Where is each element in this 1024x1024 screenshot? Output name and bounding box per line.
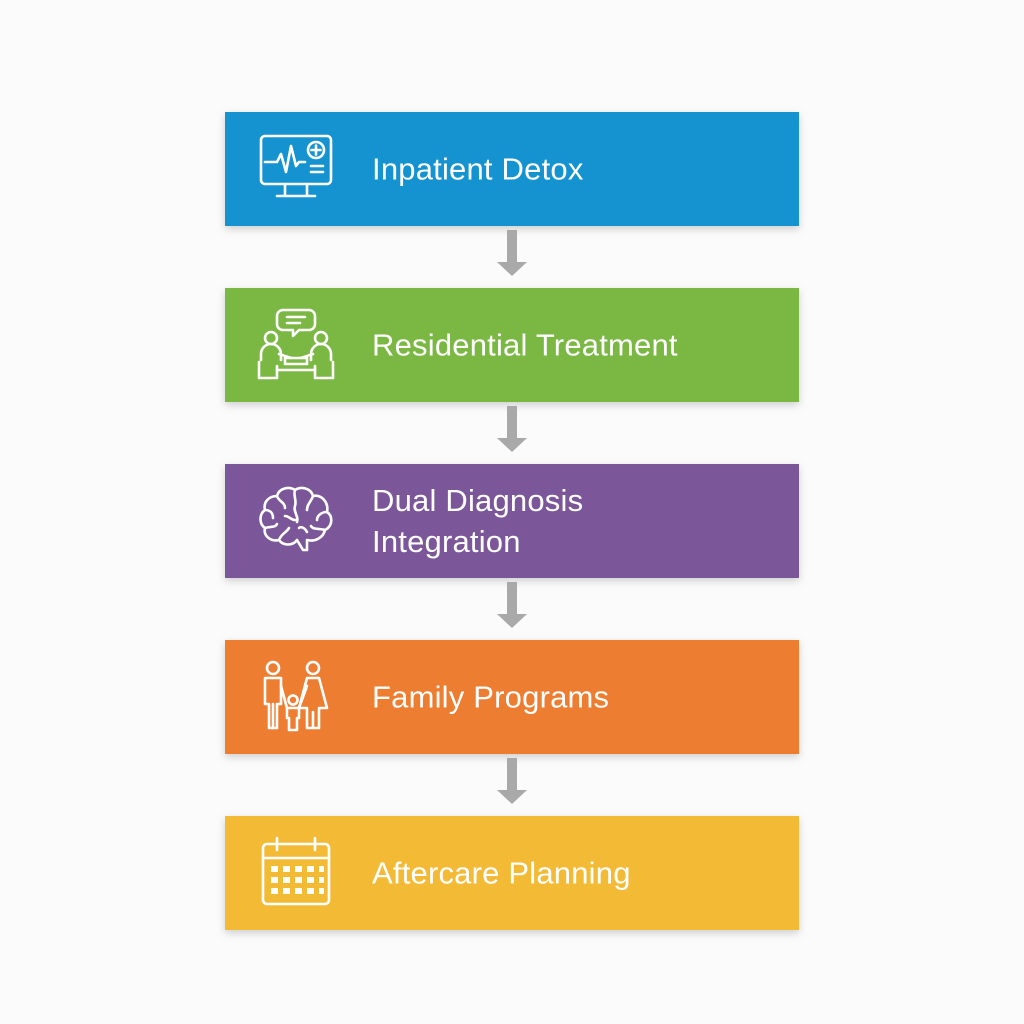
family-icon: [255, 656, 337, 738]
medical-monitor-icon: [255, 128, 337, 210]
step-dual-diagnosis-integration: Dual Diagnosis Integration: [225, 464, 799, 578]
brain-icon: [255, 480, 337, 562]
step-inpatient-detox: Inpatient Detox: [225, 112, 799, 226]
connector-arrow: [225, 754, 799, 816]
step-aftercare-planning: Aftercare Planning: [225, 816, 799, 930]
step-label: Dual Diagnosis Integration: [372, 483, 584, 559]
step-label: Residential Treatment: [372, 327, 678, 363]
calendar-icon: [255, 832, 337, 914]
connector-arrow: [225, 226, 799, 288]
connector-arrow: [225, 578, 799, 640]
connector-arrow: [225, 402, 799, 464]
step-label: Aftercare Planning: [372, 855, 631, 891]
group-counseling-icon: [255, 304, 337, 386]
process-flow: Inpatient Detox Residential Treatment: [225, 112, 799, 930]
step-label: Family Programs: [372, 679, 610, 715]
step-family-programs: Family Programs: [225, 640, 799, 754]
step-residential-treatment: Residential Treatment: [225, 288, 799, 402]
step-label: Inpatient Detox: [372, 151, 584, 187]
